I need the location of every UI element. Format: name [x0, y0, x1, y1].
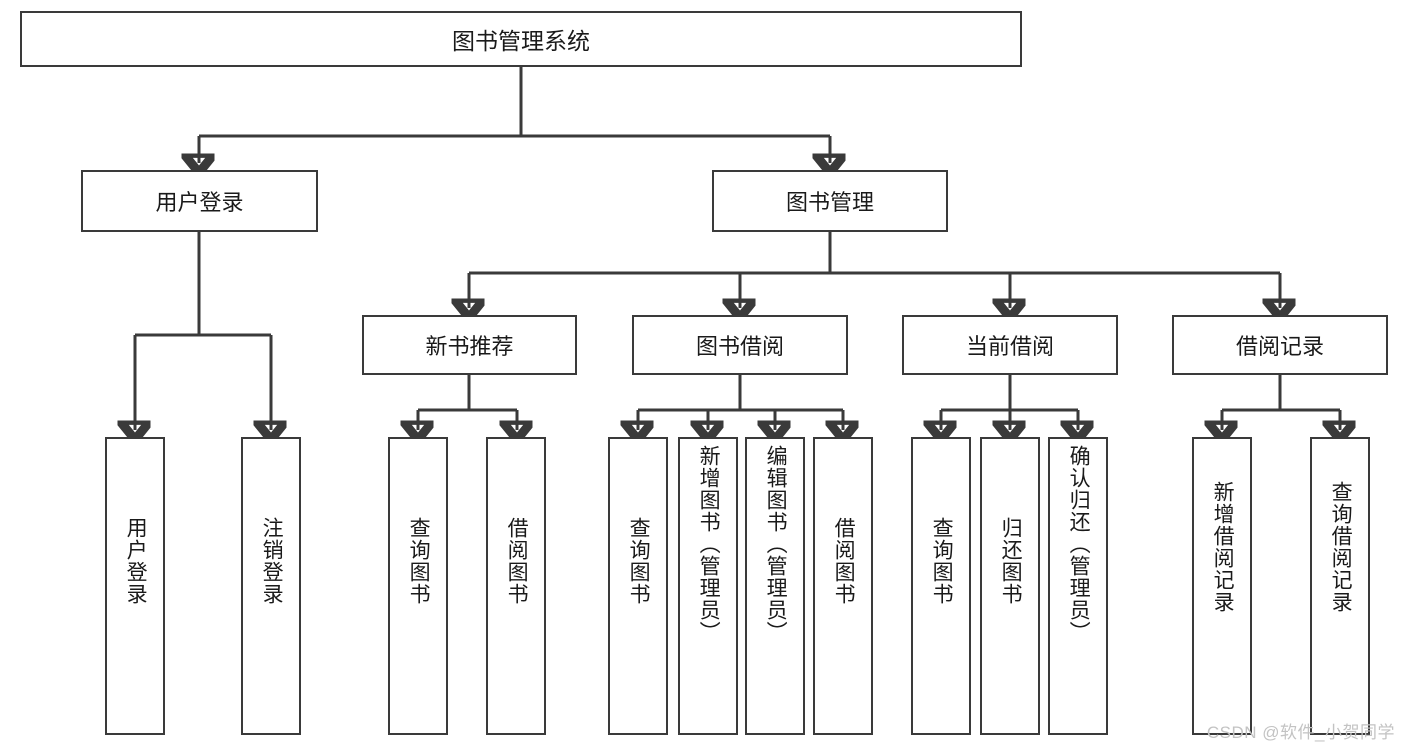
leaf-logout-label: 注销登录: [260, 517, 284, 605]
leaf-recommend-query-book[interactable]: 查询图书: [388, 437, 448, 735]
leaf-return-book[interactable]: 归还图书: [980, 437, 1040, 735]
leaf-add-book-admin-label: 新增图书（管理员）: [697, 445, 721, 643]
node-current-borrow-label: 当前借阅: [965, 334, 1054, 359]
leaf-logout[interactable]: 注销登录: [241, 437, 301, 735]
leaf-query-borrow-record[interactable]: 查询借阅记录: [1310, 437, 1370, 735]
node-book-management-label: 图书管理: [785, 190, 874, 215]
leaf-user-login[interactable]: 用户登录: [105, 437, 165, 735]
node-new-book-recommend-label: 新书推荐: [425, 334, 514, 359]
leaf-current-query-book-label: 查询图书: [930, 517, 954, 605]
leaf-edit-book-admin[interactable]: 编辑图书（管理员）: [745, 437, 805, 735]
leaf-add-book-admin[interactable]: 新增图书（管理员）: [678, 437, 738, 735]
leaf-borrow-query-book[interactable]: 查询图书: [608, 437, 668, 735]
node-user-login[interactable]: 用户登录: [81, 170, 318, 232]
leaf-add-borrow-record-label: 新增借阅记录: [1211, 481, 1235, 613]
node-user-login-label: 用户登录: [155, 190, 244, 215]
leaf-recommend-query-book-label: 查询图书: [407, 517, 431, 605]
leaf-edit-book-admin-label: 编辑图书（管理员）: [764, 445, 788, 643]
node-borrow-record-label: 借阅记录: [1235, 334, 1324, 359]
leaf-borrow-book[interactable]: 借阅图书: [813, 437, 873, 735]
leaf-current-query-book[interactable]: 查询图书: [911, 437, 971, 735]
node-borrow-record[interactable]: 借阅记录: [1172, 315, 1388, 375]
leaf-return-book-label: 归还图书: [999, 517, 1023, 605]
leaf-recommend-borrow-book[interactable]: 借阅图书: [486, 437, 546, 735]
csdn-watermark: CSDN @软件_小贺同学: [1206, 723, 1395, 742]
leaf-recommend-borrow-book-label: 借阅图书: [505, 517, 529, 605]
leaf-confirm-return-admin-label: 确认归还（管理员）: [1067, 445, 1091, 643]
leaf-add-borrow-record[interactable]: 新增借阅记录: [1192, 437, 1252, 735]
node-book-management[interactable]: 图书管理: [712, 170, 948, 232]
node-current-borrow[interactable]: 当前借阅: [902, 315, 1118, 375]
node-book-borrow-label: 图书借阅: [695, 334, 784, 359]
node-root-label: 图书管理系统: [452, 28, 590, 54]
leaf-borrow-query-book-label: 查询图书: [627, 517, 651, 605]
node-new-book-recommend[interactable]: 新书推荐: [362, 315, 577, 375]
node-root[interactable]: 图书管理系统: [20, 11, 1022, 67]
leaf-borrow-book-label: 借阅图书: [832, 517, 856, 605]
leaf-query-borrow-record-label: 查询借阅记录: [1329, 481, 1353, 613]
leaf-confirm-return-admin[interactable]: 确认归还（管理员）: [1048, 437, 1108, 735]
node-book-borrow[interactable]: 图书借阅: [632, 315, 848, 375]
leaf-user-login-label: 用户登录: [124, 517, 148, 605]
